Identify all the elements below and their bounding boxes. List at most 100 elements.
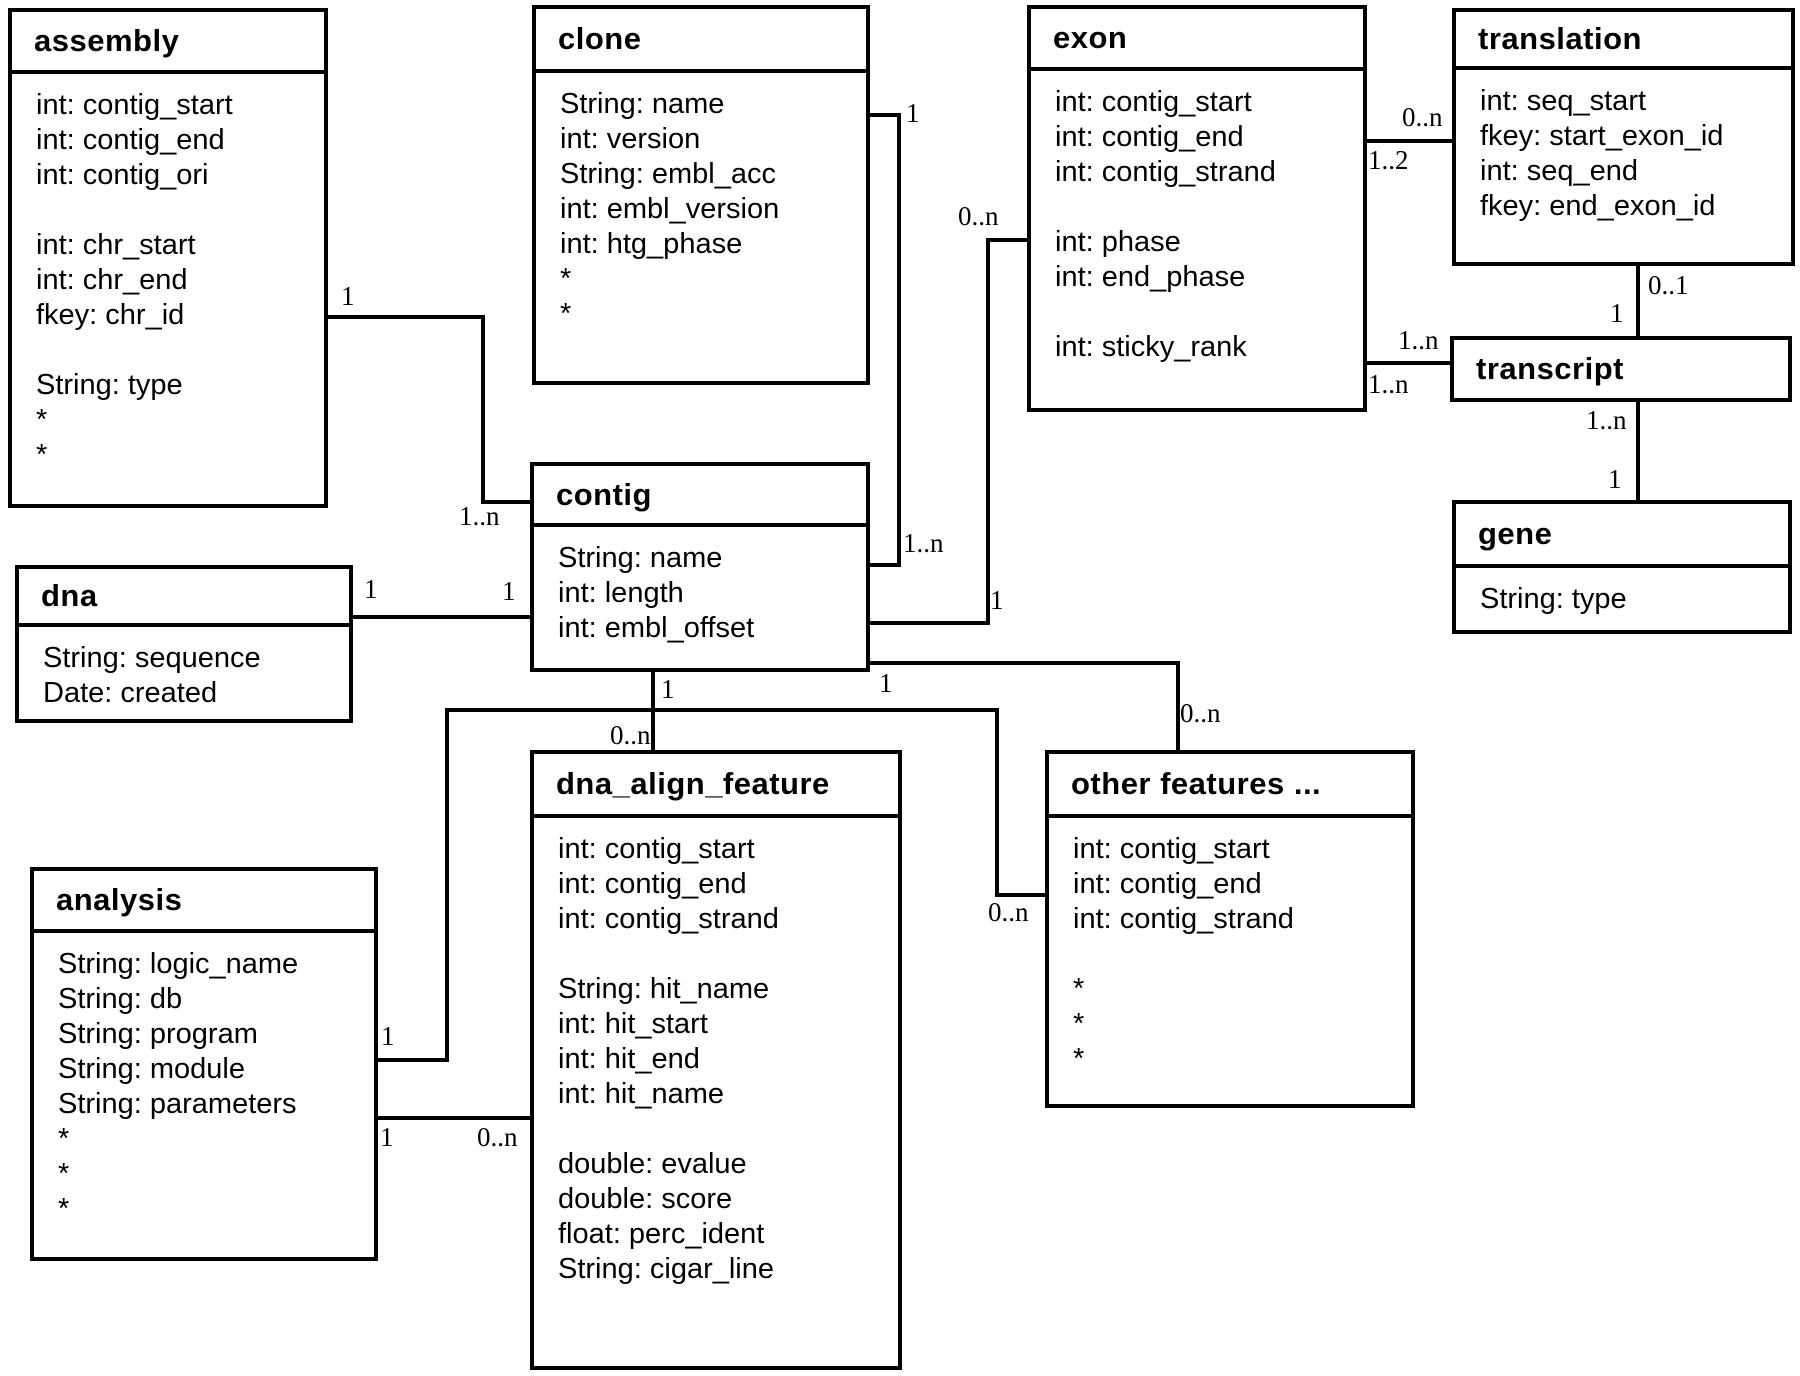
cardinality-label: 0..n — [477, 1122, 518, 1152]
connector-clone-contig — [868, 113, 901, 567]
entity-title: translation — [1456, 12, 1791, 70]
entity-field: String: type — [36, 369, 183, 401]
entity-field: int: contig_end — [1055, 121, 1244, 153]
entity-title: contig — [534, 466, 866, 527]
entity-field: int: chr_end — [36, 264, 188, 296]
entity-field: Date: created — [43, 677, 218, 709]
entity-field: int: hit_start — [558, 1008, 708, 1040]
entity-field: int: version — [560, 123, 701, 155]
entity-title: analysis — [34, 871, 374, 933]
cardinality-label: 1..n — [1398, 325, 1439, 355]
entity-field: int: contig_start — [558, 833, 755, 865]
entity-field: int: embl_version — [560, 193, 780, 225]
entity-field: String: parameters — [58, 1088, 297, 1120]
entity-field: * — [1073, 1008, 1085, 1040]
entity-field: int: sticky_rank — [1055, 331, 1247, 363]
cardinality-label: 1..n — [459, 501, 500, 531]
cardinality-label: 0..n — [988, 897, 1029, 927]
entity-field: int: contig_strand — [558, 903, 779, 935]
entity-field — [1055, 295, 1357, 330]
entity-field: int: embl_offset — [558, 612, 755, 644]
entity-title: clone — [536, 9, 866, 73]
entity-title: transcript — [1476, 351, 1624, 386]
entity-field: int: seq_end — [1480, 155, 1639, 187]
cardinality-label: 0..n — [958, 201, 999, 231]
entity-field: String: embl_acc — [560, 158, 776, 190]
entity-field: String: module — [58, 1053, 245, 1085]
entity-field: int: contig_end — [1073, 868, 1262, 900]
cardinality-label: 1 — [502, 576, 516, 606]
entity-field: int: contig_strand — [1055, 156, 1276, 188]
cardinality-label: 1 — [380, 1122, 394, 1152]
entity-field: * — [58, 1123, 70, 1155]
cardinality-label: 0..n — [1402, 102, 1443, 132]
cardinality-label: 1 — [879, 668, 893, 698]
entity-field: * — [1073, 1043, 1085, 1075]
entity-field: int: contig_start — [1073, 833, 1270, 865]
entity-title: dna_align_feature — [534, 754, 898, 818]
entity-field: int: end_phase — [1055, 261, 1246, 293]
entity-field: int: phase — [1055, 226, 1181, 258]
entity-field: fkey: start_exon_id — [1480, 120, 1724, 152]
entity-field: int: htg_phase — [560, 228, 743, 260]
cardinality-label: 1 — [990, 585, 1004, 615]
entity-field: double: score — [558, 1183, 733, 1215]
entity-field: int: contig_strand — [1073, 903, 1294, 935]
entity-field: int: contig_ori — [36, 159, 209, 191]
entity-field — [36, 193, 318, 228]
entity-field: String: name — [560, 88, 725, 120]
connector-analysis-other-features — [376, 708, 1047, 1062]
entity-field: int: hit_name — [558, 1078, 725, 1110]
entity-field: * — [560, 263, 572, 295]
entity-gene: gene String: type — [1452, 500, 1792, 634]
cardinality-label: 0..n — [610, 720, 651, 750]
connector-assembly-contig — [326, 315, 532, 504]
connector-contig-other-features — [868, 661, 1180, 752]
entity-field: String: logic_name — [58, 948, 299, 980]
entity-title: exon — [1031, 9, 1363, 71]
entity-field: String: cigar_line — [558, 1253, 774, 1285]
entity-field: * — [58, 1193, 70, 1225]
entity-field: * — [58, 1158, 70, 1190]
cardinality-label: 1 — [661, 674, 675, 704]
entity-field: String: hit_name — [558, 973, 770, 1005]
entity-field: int: hit_end — [558, 1043, 700, 1075]
entity-field: String: type — [1480, 583, 1627, 615]
entity-field — [1073, 937, 1405, 972]
entity-field: String: program — [58, 1018, 258, 1050]
entity-field: int: length — [558, 577, 684, 609]
connector-exon-contig — [868, 238, 1029, 625]
entity-field: * — [560, 298, 572, 330]
entity-field: fkey: chr_id — [36, 299, 185, 331]
cardinality-label: 1..n — [1368, 369, 1409, 399]
entity-field: * — [36, 404, 48, 436]
entity-field — [1055, 190, 1357, 225]
entity-field: String: db — [58, 983, 183, 1015]
cardinality-label: 1 — [1610, 298, 1624, 328]
entity-field: int: contig_start — [36, 89, 233, 121]
entity-field: int: seq_start — [1480, 85, 1647, 117]
cardinality-label: 1..n — [1586, 405, 1627, 435]
entity-title: other features ... — [1049, 754, 1411, 818]
cardinality-label: 0..1 — [1648, 270, 1689, 300]
cardinality-label: 1 — [1608, 464, 1622, 494]
entity-field: double: evalue — [558, 1148, 747, 1180]
entity-field — [558, 1112, 892, 1147]
